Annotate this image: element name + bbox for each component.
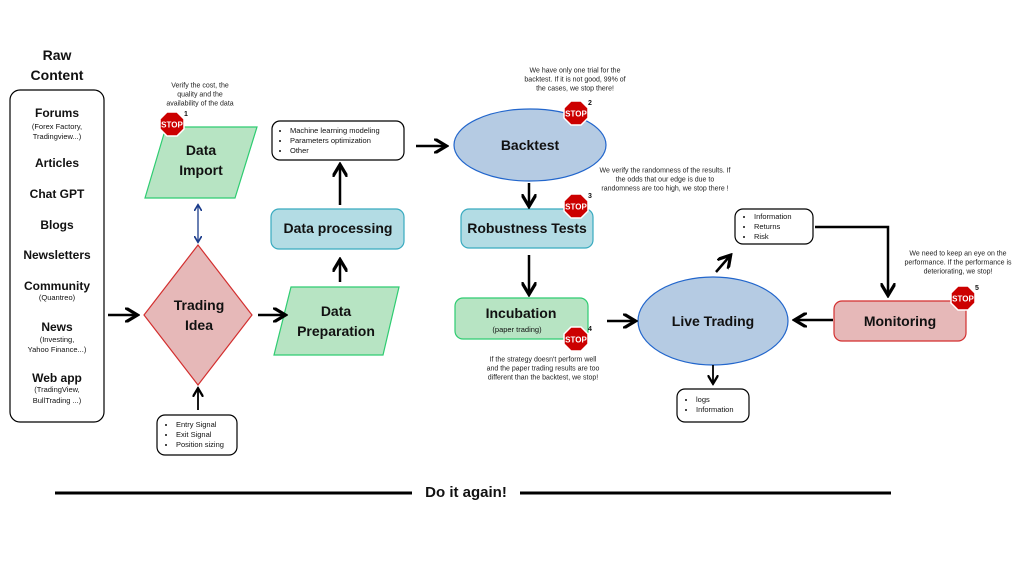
live-trading-label: Live Trading [671, 313, 755, 329]
svg-text:STOP: STOP [161, 121, 183, 130]
svg-text:STOP: STOP [952, 295, 974, 304]
monitoring-label: Monitoring [863, 313, 937, 329]
stop-number: 4 [588, 326, 592, 333]
source-community: Community [24, 279, 90, 293]
source-webapp: Web app [32, 371, 82, 385]
processing-items-box [271, 120, 405, 161]
source-sub: BullTrading ...) [32, 396, 82, 405]
source-sub: (TradingView, [34, 385, 80, 394]
stop-sign-icon: STOP [159, 111, 185, 137]
robustness-shape [460, 208, 594, 249]
source-sub: (Quantreo) [38, 293, 76, 302]
stop-sign-icon: STOP [563, 193, 589, 219]
backtest-shape [453, 108, 607, 182]
stop-number: 5 [975, 285, 979, 292]
source-blogs: Blogs [40, 218, 74, 232]
live-metrics-list: InformationReturnsRisk [738, 212, 792, 242]
trading-idea-shape [143, 244, 253, 386]
do-it-again-label: Do it again! [425, 484, 507, 501]
processing-items-list: Machine learning modelingParameters opti… [274, 126, 380, 156]
data-import-shape [144, 126, 258, 199]
stop-sign-icon: STOP [563, 100, 589, 126]
incubation-shape [454, 297, 589, 340]
incubation-sub: (paper trading) [492, 325, 542, 334]
source-sub: (Investing, [39, 335, 75, 344]
live-outputs-list: logsInformation [680, 395, 734, 415]
svg-text:STOP: STOP [565, 110, 587, 119]
source-articles: Articles [34, 156, 80, 170]
source-chatgpt: Chat GPT [29, 187, 85, 201]
raw-content-title: Content [30, 67, 84, 83]
stop-sign-icon: STOP [950, 285, 976, 311]
idea-inputs-box [156, 414, 238, 456]
data-preparation-shape [273, 286, 400, 356]
source-sub: Tradingview...) [32, 132, 82, 141]
stop-number: 2 [588, 100, 592, 107]
backtest-label: Backtest [500, 137, 560, 153]
incubation-label: Incubation [485, 305, 557, 321]
flow-arrows [108, 146, 888, 410]
source-news: News [41, 320, 73, 334]
stop-sign-icon: STOP [563, 326, 589, 352]
svg-text:STOP: STOP [565, 336, 587, 345]
raw-content-title: Raw [42, 47, 72, 63]
source-sub: Yahoo Finance...) [27, 345, 87, 354]
live-metrics-box [734, 208, 814, 245]
data-processing-label: Data processing [283, 220, 393, 236]
stop-number: 1 [184, 111, 188, 118]
idea-inputs-list: Entry SignalExit SignalPosition sizing [160, 420, 224, 450]
robustness-label: Robustness Tests [467, 220, 587, 236]
raw-content-box [9, 89, 105, 423]
source-forums: Forums [34, 106, 80, 120]
live-outputs-box [676, 388, 750, 423]
data-processing-shape [270, 208, 405, 250]
source-newsletters: Newsletters [23, 248, 91, 262]
robustness-note: We verify the randomness of the results.… [599, 167, 731, 193]
svg-text:STOP: STOP [565, 203, 587, 212]
source-sub: (Forex Factory, [31, 122, 83, 131]
stop-number: 3 [588, 193, 592, 200]
monitoring-shape [833, 300, 967, 342]
